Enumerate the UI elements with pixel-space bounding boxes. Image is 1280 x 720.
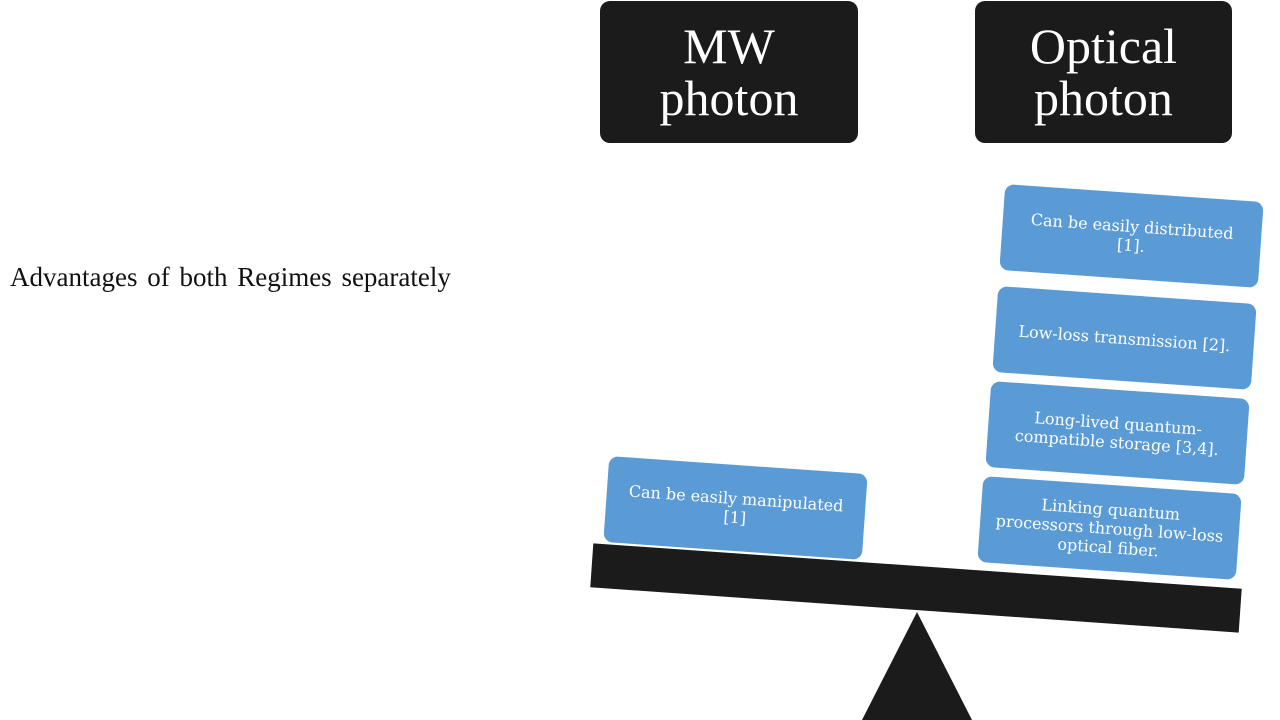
optical-advantage-text: Linking quantum processors through low-l… <box>995 494 1224 560</box>
mw-photon-header: MW photon <box>600 1 858 143</box>
balance-fulcrum <box>862 612 972 720</box>
optical-advantage-text: Can be easily distributed [1]. <box>1030 209 1235 256</box>
optical-advantage-card: Linking quantum processors through low-l… <box>977 476 1242 580</box>
optical-advantage-card: Long-lived quantum-compatible storage [3… <box>985 381 1250 485</box>
optical-advantage-card: Low-loss transmission [2]. <box>992 286 1257 390</box>
optical-photon-header: Optical photon <box>975 1 1232 143</box>
mw-advantage-text: Can be easily manipulated [1] <box>628 481 845 528</box>
optical-advantage-card: Can be easily distributed [1]. <box>999 184 1264 288</box>
mw-advantage-card: Can be easily manipulated [1] <box>603 456 868 560</box>
slide-subtitle: Advantages of both Regimes separately <box>10 262 451 292</box>
optical-advantage-text: Long-lived quantum-compatible storage [3… <box>1014 408 1220 460</box>
optical-advantage-text: Low-loss transmission [2]. <box>1017 321 1232 355</box>
